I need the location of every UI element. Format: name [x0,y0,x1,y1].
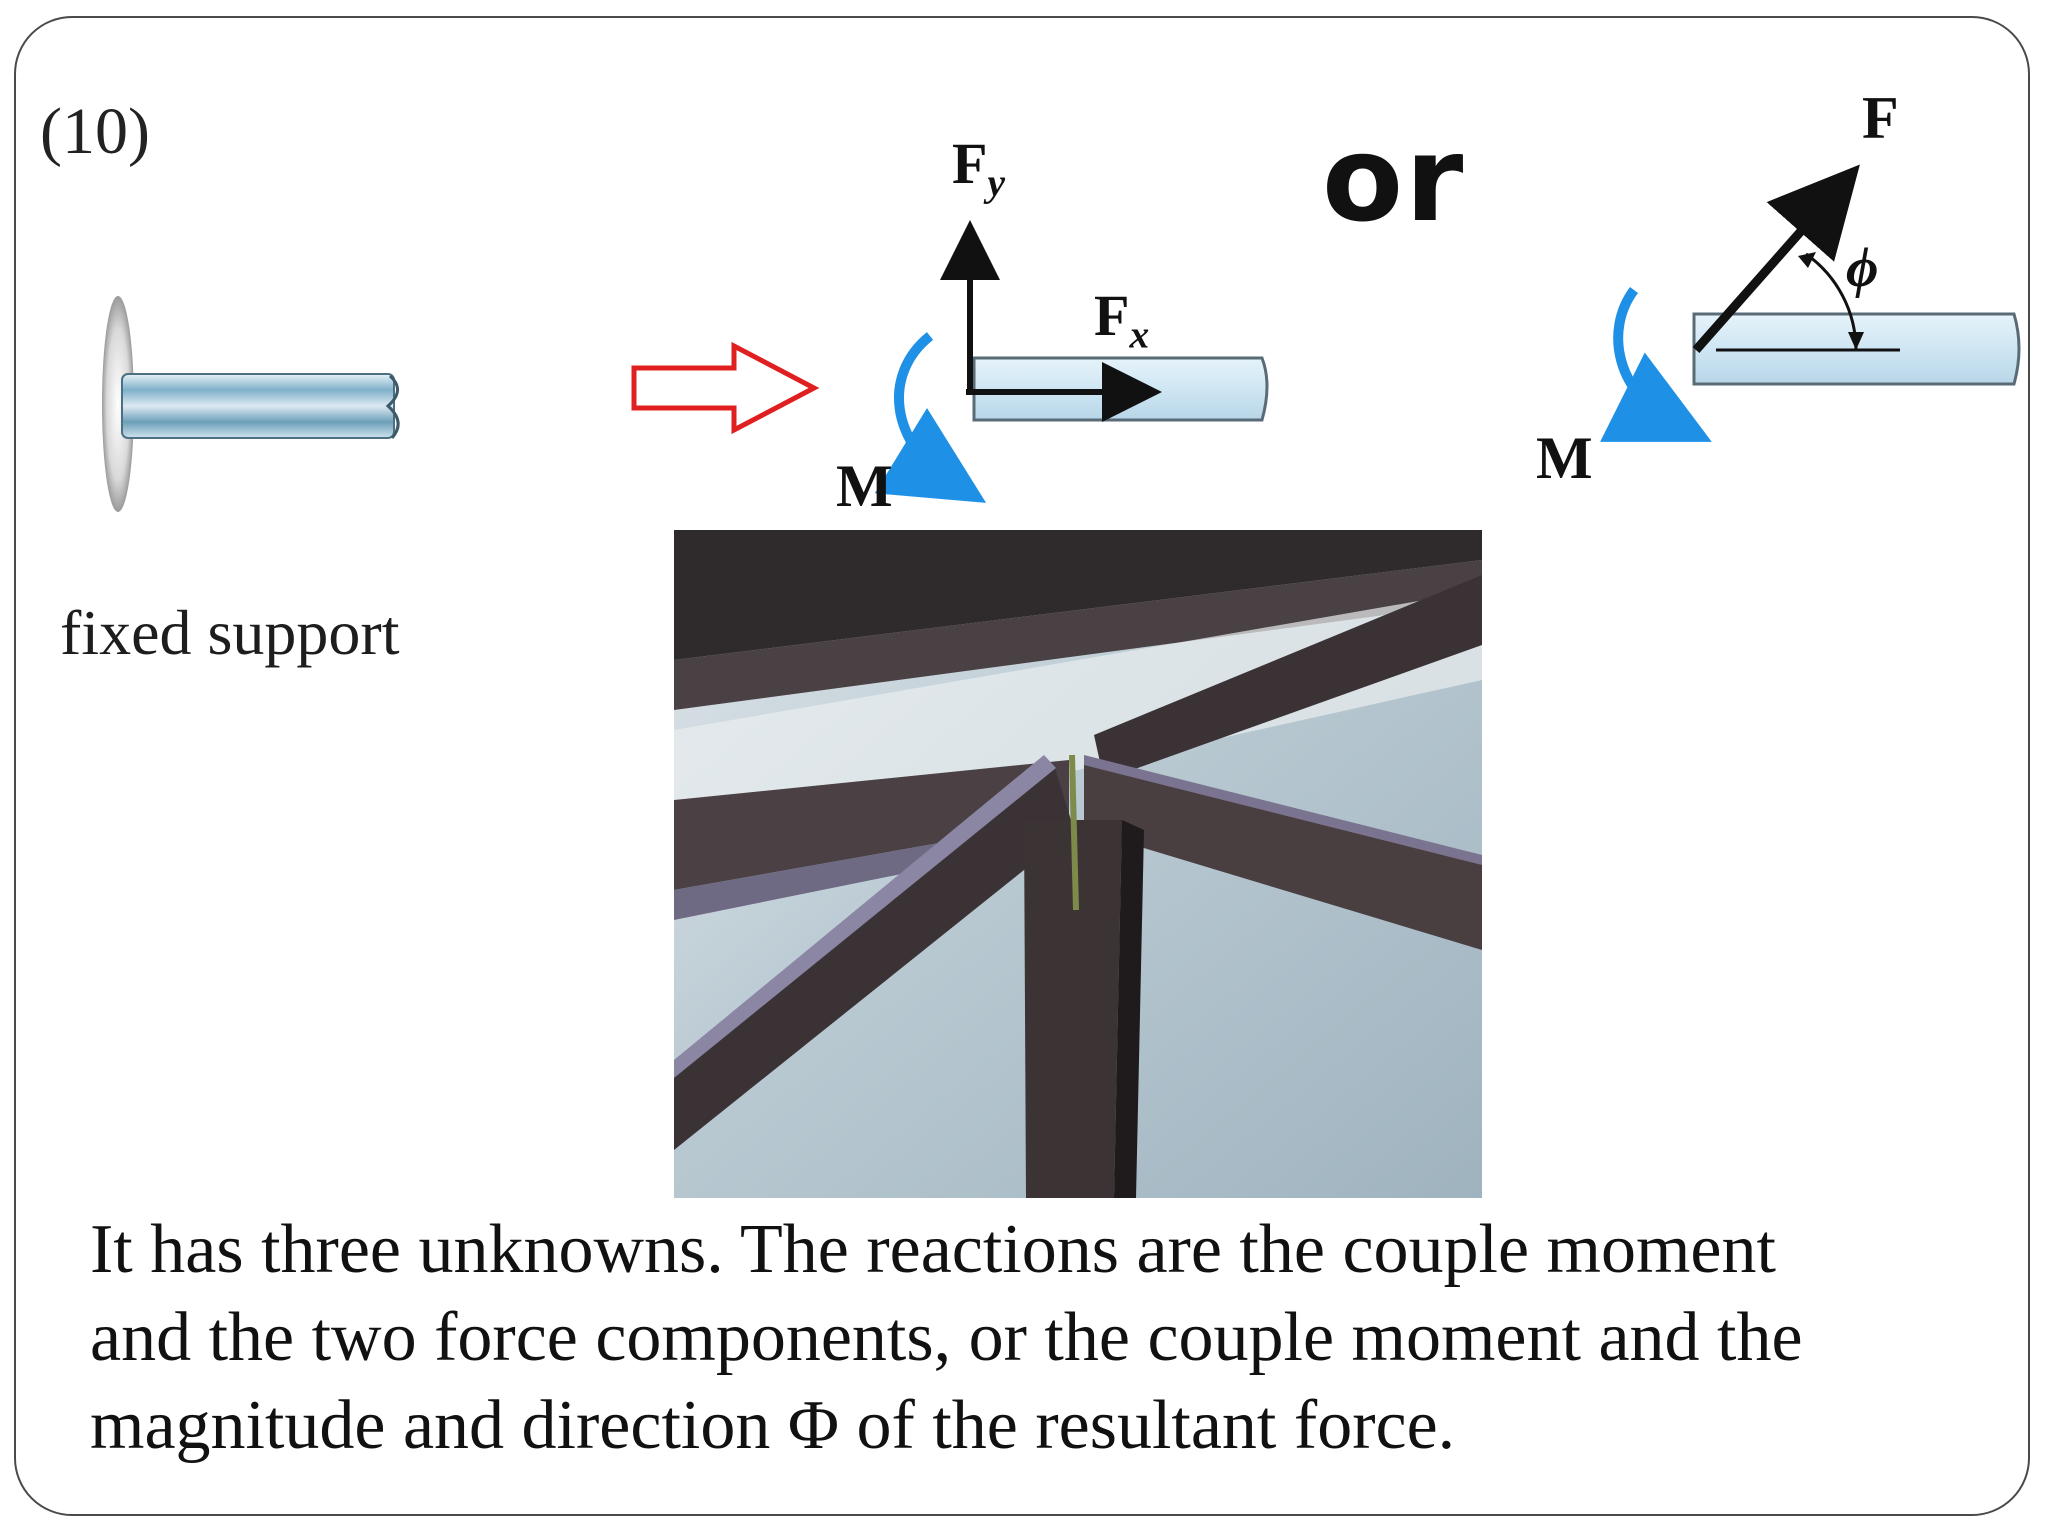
wall-plate [102,296,134,512]
moment-arrow-right-icon [1599,287,1712,442]
fx-label: Fx [1094,283,1150,357]
explanation-line-2: and the two force components, or the cou… [90,1299,1803,1376]
moment-arrow-left-icon [874,332,987,503]
or-separator: or [1322,110,1466,248]
explanation-line-3: magnitude and direction Φ of the resulta… [90,1387,1456,1464]
rod-break-mark [385,374,400,439]
fixed-support-caption: fixed support [60,597,400,668]
item-number: (10) [40,95,150,168]
explanation-line-1: It has three unknowns. The reactions are… [90,1211,1776,1288]
angle-arc-head-top-icon [1798,252,1816,268]
resultant-force-label: F [1862,85,1899,151]
steel-frame-photo [674,530,1482,1198]
explanation-text: It has three unknowns. The reactions are… [90,1206,1990,1470]
resultant-reaction-diagram [1599,164,2021,442]
angle-label: ϕ [1846,237,1879,299]
transform-arrow-icon [631,341,820,435]
moment-label-left: M [836,453,893,519]
angle-arc-head-bottom-icon [1848,332,1864,350]
fy-label: Fy [952,131,1005,205]
fixed-support-illustration [102,296,400,512]
resultant-force-arrow-icon [1692,164,1860,353]
component-reaction-diagram [874,220,1269,503]
moment-label-right: M [1536,425,1593,491]
support-rod [121,373,395,439]
